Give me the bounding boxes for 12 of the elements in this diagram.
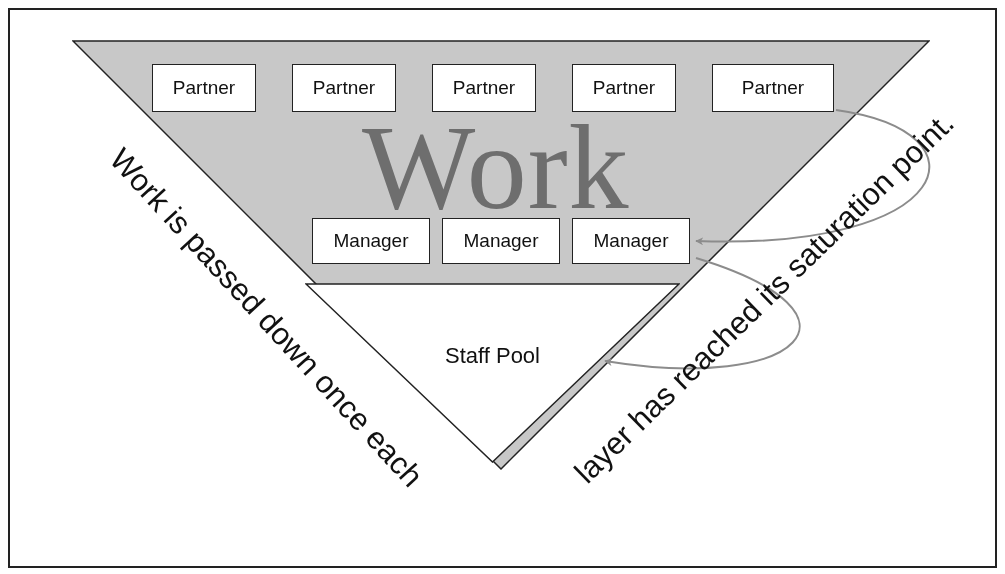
curved-arrow [695, 109, 930, 245]
background-title: Work [362, 118, 630, 218]
role-box: Partner [292, 64, 396, 112]
role-box: Partner [152, 64, 256, 112]
role-box: Partner [432, 64, 536, 112]
role-box: Partner [712, 64, 834, 112]
role-box: Manager [572, 218, 690, 264]
curved-arrow [604, 257, 801, 370]
role-box: Manager [312, 218, 430, 264]
role-box: Manager [442, 218, 560, 264]
role-box: Partner [572, 64, 676, 112]
pool-label: Staff Pool [444, 343, 541, 369]
